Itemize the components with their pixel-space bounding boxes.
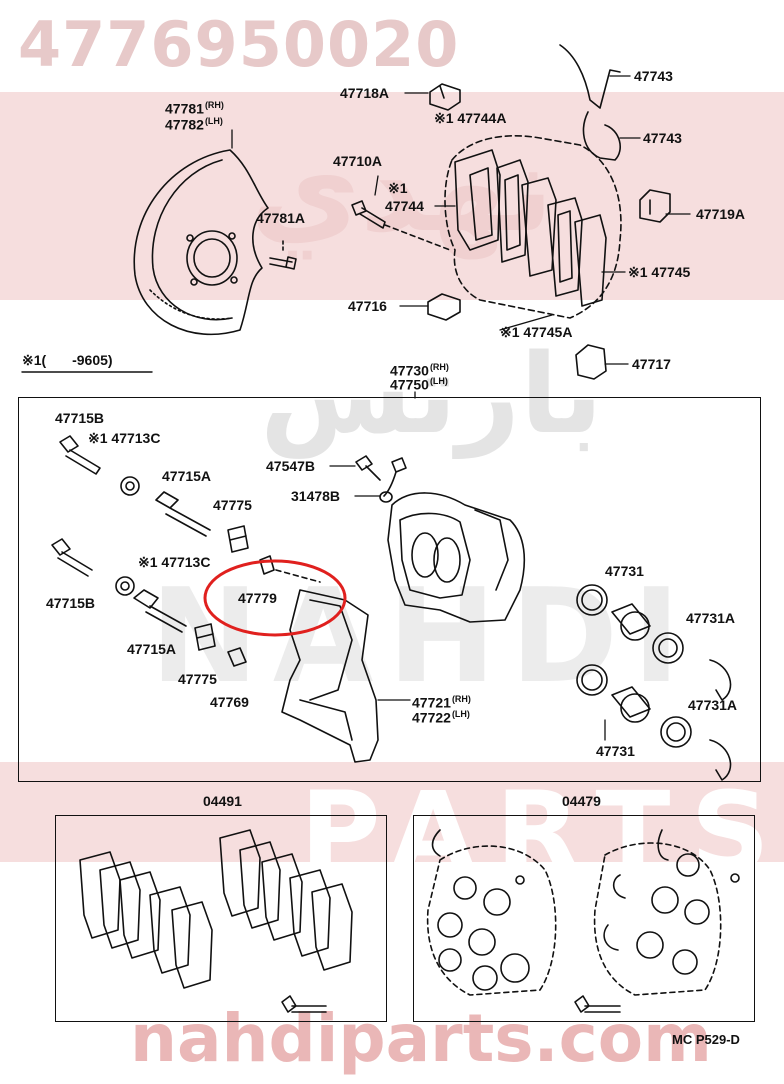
watermark-band-bottom [0,762,784,862]
note-open: ( [41,352,47,368]
diagram-code: MC P529-D [672,1032,740,1047]
label-47745a[interactable]: ※1 47745A [500,324,573,340]
seal-kit-drawing [426,829,740,1013]
label-47750[interactable]: 47750(LH) [390,376,448,393]
label-47731a-low[interactable]: 47731A [688,697,738,713]
label-47730[interactable]: 47730(RH) [390,362,449,379]
pad-kit-frame [55,815,387,1022]
label-47731-low[interactable]: 47731 [596,743,635,759]
anti-rattle-springs-drawing [559,44,621,161]
caliper-group-drawing [51,391,732,781]
label-04479[interactable]: 04479 [562,793,601,809]
bolt-47710a-drawing [351,200,451,251]
label-47719a[interactable]: 47719A [696,206,746,222]
note-mark: ※1 [22,352,42,368]
label-47743-second[interactable]: 47743 [643,130,682,146]
label-47547b[interactable]: 47547B [266,458,316,474]
label-47721[interactable]: 47721(RH) [412,694,471,711]
year-note: ※1( -9605) [22,352,113,369]
watermark-band-top [0,92,784,300]
label-47781[interactable]: 47781(RH) [165,100,224,117]
caliper-assembly-frame [18,397,761,782]
label-47743-top[interactable]: 47743 [634,68,673,84]
label-47713c-mid[interactable]: ※1 47713C [138,554,211,570]
dust-shield-drawing [133,149,269,336]
watermark-part-number: 4776950020 [18,8,460,81]
label-47715a-low[interactable]: 47715A [127,641,177,657]
bolt-47781a-drawing [269,237,297,270]
label-47715a-top[interactable]: 47715A [162,468,212,484]
brake-assembly-top-drawing [444,135,622,319]
note-range: -9605) [72,352,113,368]
pad-kit-drawing [79,829,353,1013]
label-31478b[interactable]: 31478B [291,488,341,504]
label-47722[interactable]: 47722(LH) [412,709,470,726]
label-47731a-top[interactable]: 47731A [686,610,736,626]
label-47718a[interactable]: 47718A [340,85,390,101]
watermark-site: nahdiparts.com [130,1000,712,1077]
label-47710a[interactable]: 47710A [333,153,383,169]
seal-kit-frame [413,815,755,1022]
label-47782[interactable]: 47782(LH) [165,116,223,133]
label-47715b-mid[interactable]: 47715B [46,595,96,611]
watermark-arabic-brand: نهدي [250,120,554,259]
label-47744[interactable]: 47744 [385,198,424,214]
label-47744a[interactable]: ※1 47744A [434,110,507,126]
leaders-top [231,75,691,365]
label-47717[interactable]: 47717 [632,356,671,372]
clips-drawing [427,83,671,380]
label-47713c-top[interactable]: ※1 47713C [88,430,161,446]
label-47775-top[interactable]: 47775 [213,497,252,513]
label-47779[interactable]: 47779 [238,590,277,606]
label-47775-low[interactable]: 47775 [178,671,217,687]
label-47744-mark: ※1 [388,180,408,196]
label-47731-top[interactable]: 47731 [605,563,644,579]
label-47716[interactable]: 47716 [348,298,387,314]
watermark-arabic-word: بارتس [260,330,603,458]
label-04491[interactable]: 04491 [203,793,242,809]
label-47745[interactable]: ※1 47745 [628,264,691,280]
label-47769[interactable]: 47769 [210,694,249,710]
label-47715b-top[interactable]: 47715B [55,410,105,426]
highlight-ellipse [203,559,347,637]
label-47781a[interactable]: 47781A [256,210,306,226]
